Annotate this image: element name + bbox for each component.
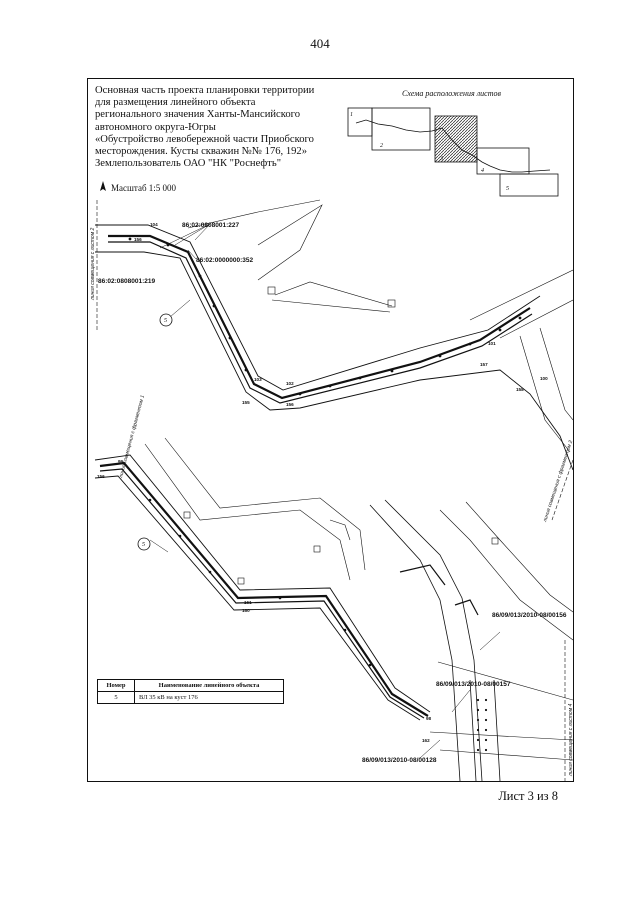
scale: Масштаб 1:5 000 <box>99 181 176 193</box>
point-98: 98 <box>426 716 432 721</box>
binding-label-frag1: линия совмещения с фрагментом 1 <box>118 394 146 479</box>
cadastral-00128: 86/09/013/2010-08/00128 <box>362 757 437 764</box>
object-marker-lower: 5 <box>137 537 151 551</box>
schema-label-4: 4 <box>481 167 484 174</box>
binding-label-sheet2: линия совмещения с листом 2 <box>90 227 96 301</box>
sheet-schema: 1 2 3 4 5 <box>347 107 559 197</box>
point-157: 157 <box>480 362 488 367</box>
title-line: «Обустройство левобережной части Приобск… <box>95 133 314 145</box>
point-104: 104 <box>150 222 158 227</box>
point-158: 158 <box>516 387 524 392</box>
table-row: 5 ВЛ 35 кВ на куст 176 <box>97 691 284 704</box>
schema-label-1: 1 <box>350 112 353 118</box>
point-101: 101 <box>488 341 496 346</box>
title-line: для размещения линейного объекта <box>95 97 256 109</box>
sheet-label: Лист 3 из 8 <box>498 789 558 803</box>
title-line: регионального значения Ханты-Мансийского <box>95 109 301 121</box>
point-156-c: 156 <box>97 474 105 479</box>
legend-cell-number: 5 <box>97 691 135 704</box>
title-line: месторождения. Кусты скважин №№ 176, 192… <box>95 146 308 158</box>
point-160: 160 <box>242 608 250 613</box>
upper-fragment <box>95 199 573 471</box>
binding-label-frag2: линия совмещения с фрагментом 2 <box>542 439 574 523</box>
legend-header-number: Номер <box>97 679 135 692</box>
schema-label-2: 2 <box>380 143 383 149</box>
binding-lines <box>96 200 573 781</box>
schema-label-3: 3 <box>439 156 443 162</box>
schema-sheet-2 <box>371 107 431 151</box>
cadastral-00157: 86/09/013/2010-08/00157 <box>436 681 511 688</box>
binding-label-sheet4: линия совмещения с листом 4 <box>568 703 574 777</box>
title-line: Землепользователь ОАО "НК "Роснефть" <box>95 158 282 170</box>
drawing-frame <box>87 78 574 782</box>
cadastral-00156: 86/09/013/2010-08/00156 <box>492 612 567 619</box>
cadastral-352: 86:02:0000000:352 <box>196 257 253 264</box>
legend-header-name: Наименование линейного объекта <box>134 679 284 692</box>
point-162: 162 <box>422 738 430 743</box>
title-line: Основная часть проекта планировки террит… <box>95 85 315 96</box>
schema-title: Схема расположения листов <box>402 89 501 98</box>
cadastral-227: 86:02:0808001:227 <box>182 222 239 229</box>
object-marker-label: 5 <box>164 318 167 324</box>
legend-table: Номер Наименование линейного объекта 5 В… <box>97 679 284 704</box>
cadastral-219: 86:02:0808001:219 <box>98 278 155 285</box>
point-99: 99 <box>118 459 124 464</box>
page-number: 404 <box>310 36 330 51</box>
point-155: 155 <box>242 400 250 405</box>
schema-route <box>355 119 551 173</box>
point-103: 103 <box>254 377 262 382</box>
point-156-b: 156 <box>286 402 294 407</box>
object-marker-label: 5 <box>142 542 145 548</box>
point-156: 156 <box>134 237 142 242</box>
schema-label-5: 5 <box>506 186 509 192</box>
legend-cell-name: ВЛ 35 кВ на куст 176 <box>134 691 284 704</box>
schema-sheet-5 <box>499 173 559 197</box>
point-100: 100 <box>540 376 548 381</box>
scale-label: Масштаб 1:5 000 <box>111 183 177 193</box>
point-102: 102 <box>286 381 294 386</box>
title-line: автономного округа-Югры <box>95 121 216 133</box>
point-161: 161 <box>244 600 252 605</box>
title-block: Основная часть проекта планировки террит… <box>95 85 335 170</box>
object-marker-upper: 5 <box>159 313 173 327</box>
lower-fragment <box>94 437 573 781</box>
north-arrow-icon <box>100 181 106 191</box>
